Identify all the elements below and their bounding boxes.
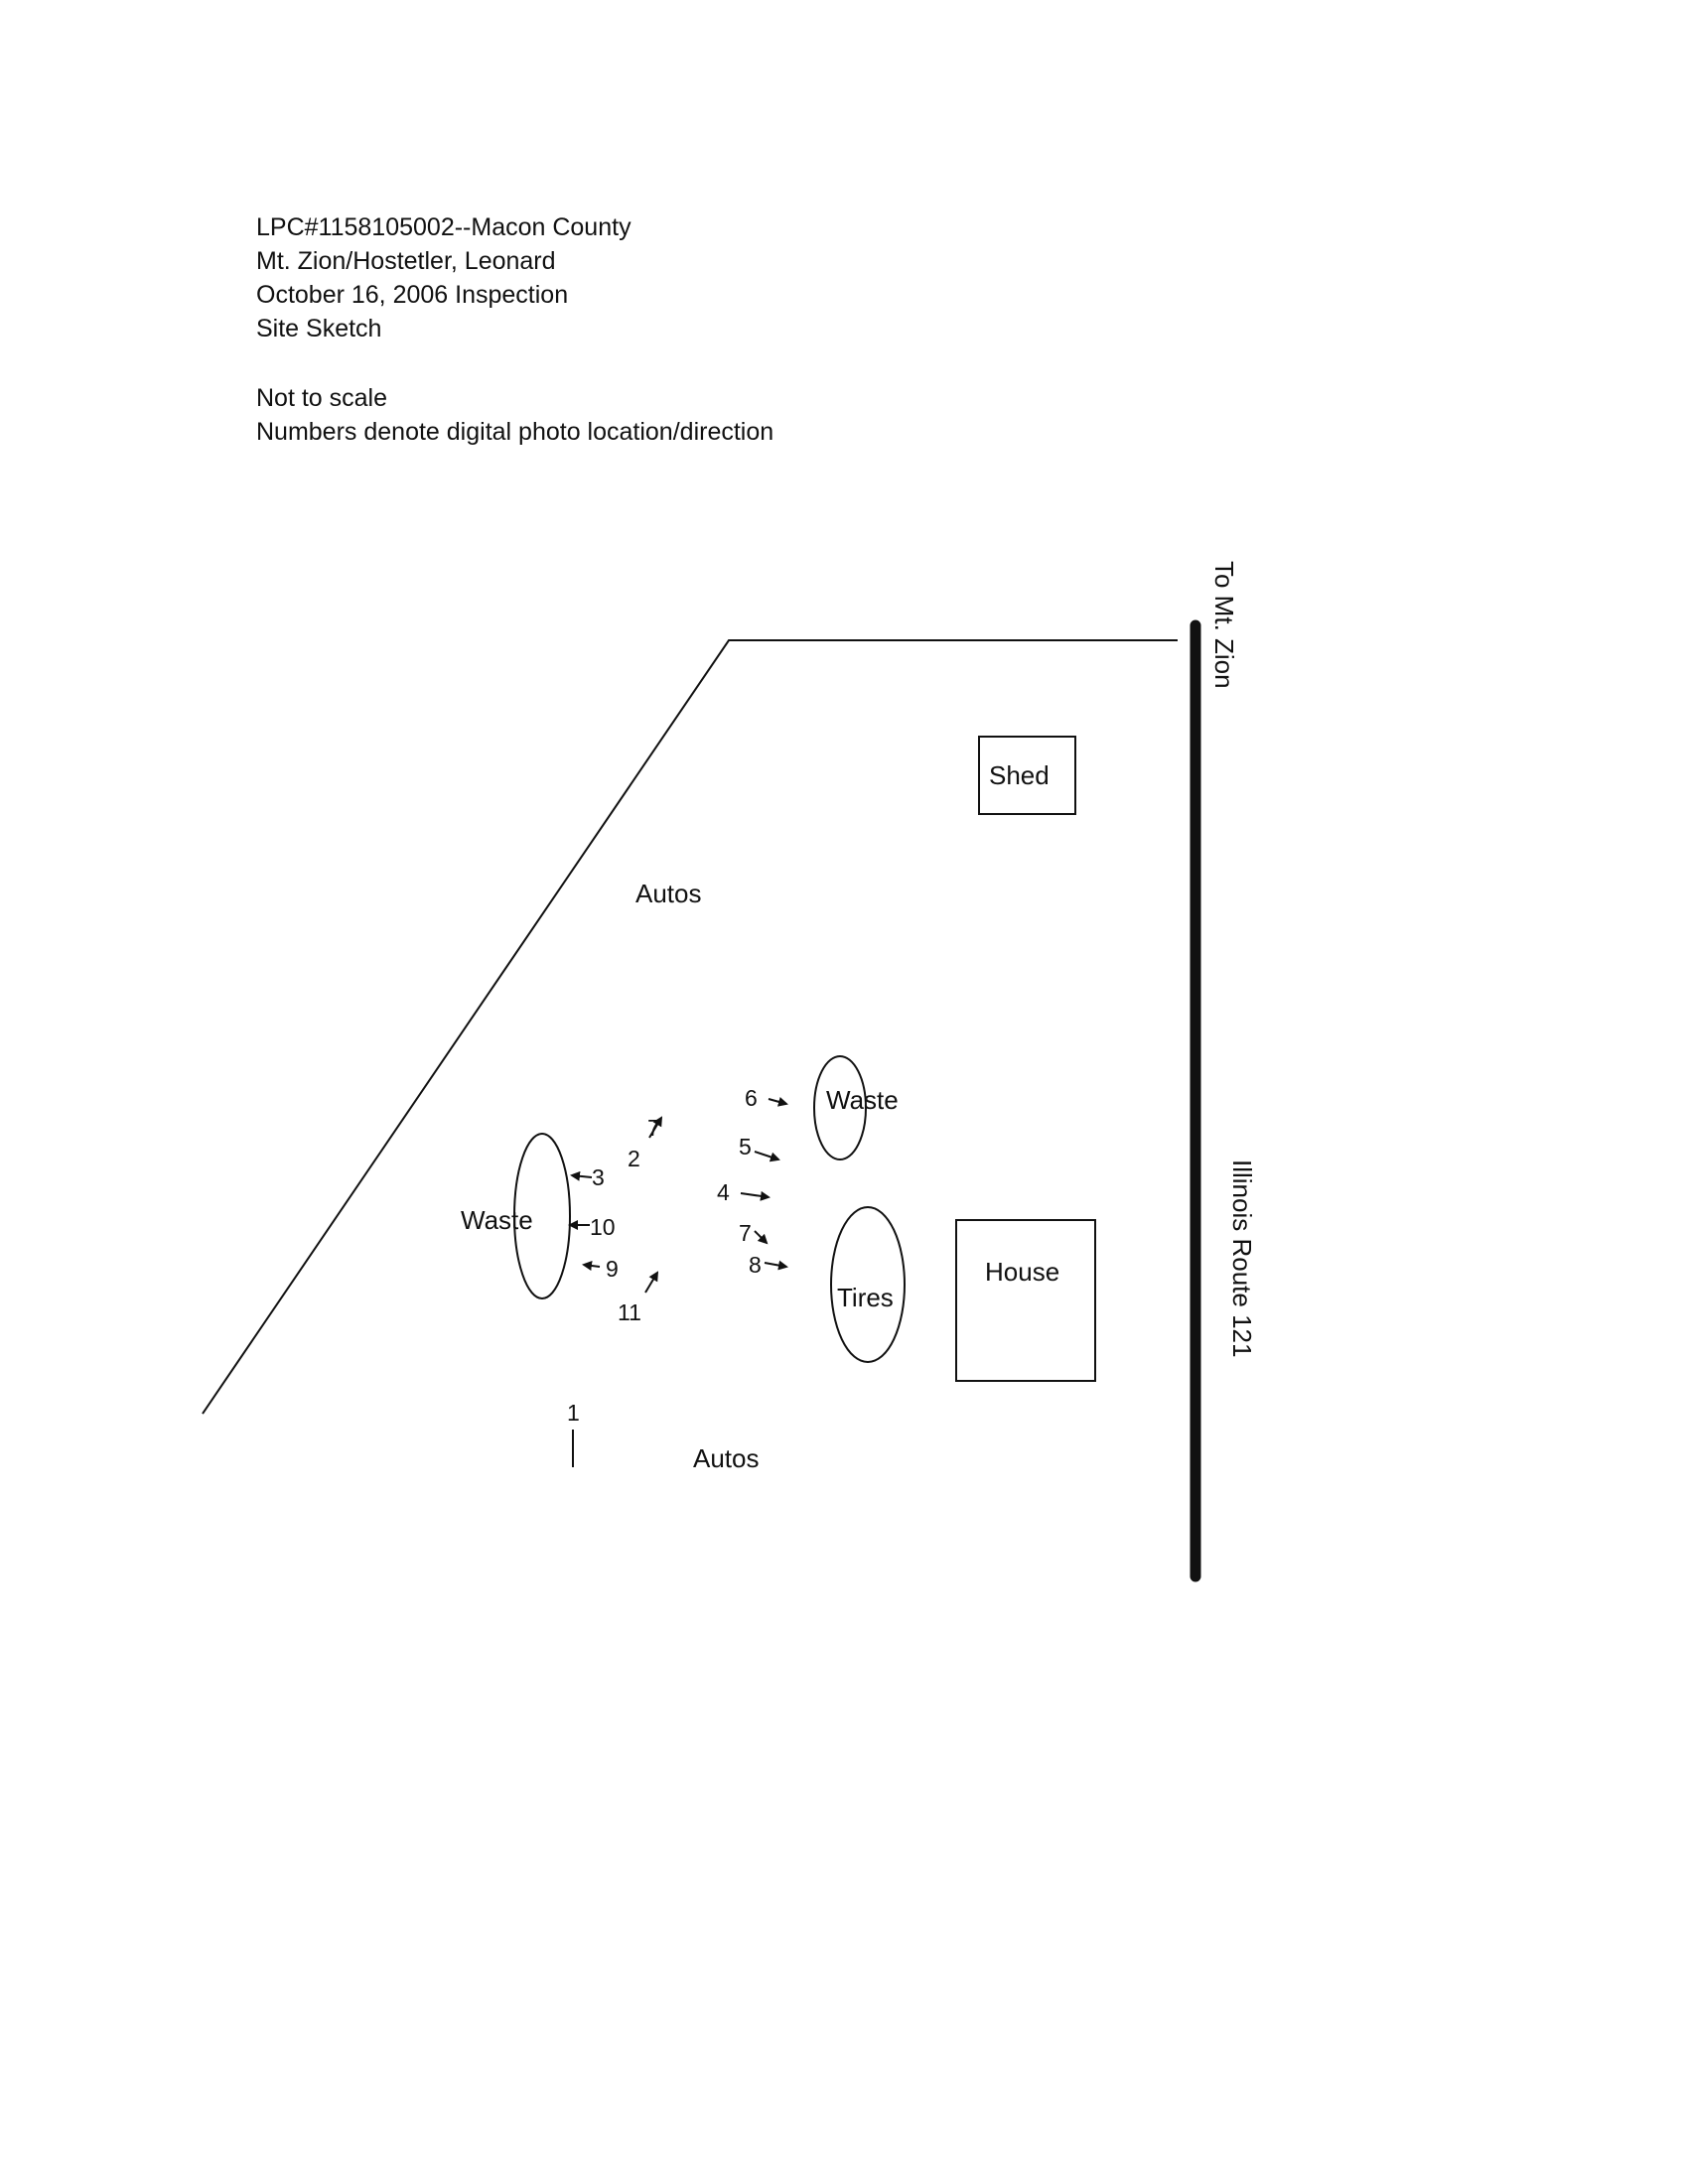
shed-building xyxy=(978,736,1076,815)
road-north-label: To Mt. Zion xyxy=(1209,561,1239,689)
photo-arrow-5 xyxy=(754,1151,780,1162)
photo-arrow-3 xyxy=(570,1170,593,1181)
photo-marker-10: 10 xyxy=(590,1214,616,1240)
photo-arrow-11 xyxy=(644,1271,659,1294)
header-block: LPC#1158105002--Macon County Mt. Zion/Ho… xyxy=(256,210,632,345)
photo-marker-9: 9 xyxy=(606,1256,619,1282)
shed-label: Shed xyxy=(989,760,1050,790)
road-south-label: Illinois Route 121 xyxy=(1227,1160,1257,1357)
waste-pile-right xyxy=(813,1055,867,1160)
sketch-title: Site Sketch xyxy=(256,315,382,342)
photo-marker-6: 6 xyxy=(745,1085,758,1111)
photo-arrow-2 xyxy=(648,1116,663,1139)
waste-left-label: Waste xyxy=(461,1205,533,1235)
tires-pile xyxy=(830,1206,906,1363)
tires-label: Tires xyxy=(837,1283,894,1312)
photo-marker-1: 1 xyxy=(567,1400,580,1426)
photo-marker-7-upper: 7 xyxy=(647,1115,660,1141)
house-building xyxy=(955,1219,1096,1382)
photo-marker-4: 4 xyxy=(717,1179,730,1205)
house-label: House xyxy=(985,1257,1059,1287)
photo-marker-3: 3 xyxy=(592,1164,605,1190)
photo-marker-8: 8 xyxy=(749,1252,762,1278)
scale-note: Not to scale xyxy=(256,384,388,412)
autos-top-label: Autos xyxy=(635,879,702,908)
property-boundary-line xyxy=(202,639,1178,1415)
photo-marker-5: 5 xyxy=(739,1134,752,1160)
waste-right-label: Waste xyxy=(826,1085,899,1115)
photo-arrow-8 xyxy=(764,1260,788,1271)
photo-arrow-4 xyxy=(740,1190,771,1201)
autos-bottom-label: Autos xyxy=(693,1443,760,1473)
inspection-date: October 16, 2006 Inspection xyxy=(256,281,569,309)
waste-pile-left xyxy=(513,1133,571,1299)
photo-marker-11: 11 xyxy=(618,1299,641,1325)
photo-marker-2: 2 xyxy=(628,1146,640,1171)
photo-marker-7-lower: 7 xyxy=(739,1220,752,1246)
photo-arrow-6 xyxy=(768,1097,788,1107)
photo-legend-note: Numbers denote digital photo location/di… xyxy=(256,418,774,446)
lpc-number: LPC#1158105002--Macon County xyxy=(256,213,632,241)
notes-block: Not to scale Numbers denote digital phot… xyxy=(256,381,773,449)
photo-arrow-7-lower xyxy=(754,1230,769,1245)
site-name: Mt. Zion/Hostetler, Leonard xyxy=(256,247,556,275)
photo-arrow-9 xyxy=(582,1261,601,1271)
